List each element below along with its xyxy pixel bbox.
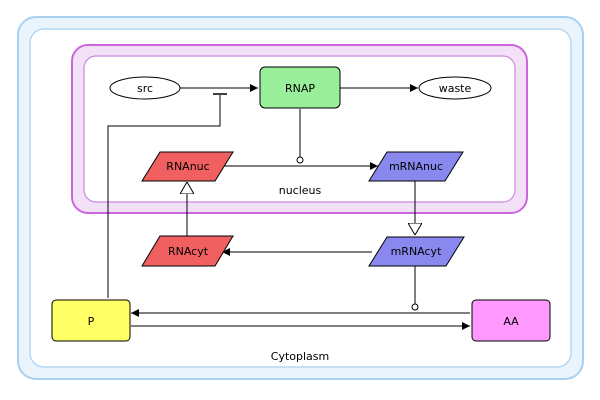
aa-box	[471, 299, 551, 342]
mrnanuc-label: mRNAnuc	[389, 160, 443, 173]
node-rnanuc[interactable]: RNAnuc	[141, 151, 234, 182]
nodes: src waste RNAP RNAnuc mRNAnuc RNAcyt mRN…	[51, 66, 551, 342]
rnap-label: RNAP	[285, 82, 315, 95]
src-ellipse	[109, 76, 181, 100]
mrnanuc-shape	[368, 151, 464, 182]
node-aa[interactable]: AA	[471, 299, 551, 342]
node-p[interactable]: P	[51, 299, 131, 342]
rnap-box	[259, 66, 341, 109]
src-label: src	[137, 82, 153, 95]
node-mrnacyt[interactable]: mRNAcyt	[368, 236, 465, 267]
node-waste[interactable]: waste	[418, 76, 492, 100]
mrnacyt-label: mRNAcyt	[391, 245, 442, 258]
rnanuc-shape	[141, 151, 234, 182]
nucleus-label: nucleus	[279, 184, 322, 197]
cytoplasm-label: Cytoplasm	[271, 350, 329, 363]
rnacyt-label: RNAcyt	[168, 245, 209, 258]
edges	[107, 84, 470, 330]
modulation-circle-mrnacyt	[411, 303, 419, 311]
node-mrnanuc[interactable]: mRNAnuc	[368, 151, 464, 182]
edge-p-inhibition[interactable]	[107, 95, 221, 298]
p-box	[51, 299, 131, 342]
modulation-circle-rnap	[296, 156, 304, 164]
p-label: P	[88, 315, 95, 328]
rnanuc-label: RNAnuc	[166, 160, 209, 173]
waste-ellipse	[418, 76, 492, 100]
waste-label: waste	[439, 82, 472, 95]
aa-label: AA	[503, 315, 519, 328]
node-rnacyt[interactable]: RNAcyt	[141, 235, 234, 267]
node-rnap[interactable]: RNAP	[259, 66, 341, 109]
node-src[interactable]: src	[109, 76, 181, 100]
mrnacyt-shape	[368, 236, 465, 267]
rnacyt-shape	[141, 235, 234, 267]
